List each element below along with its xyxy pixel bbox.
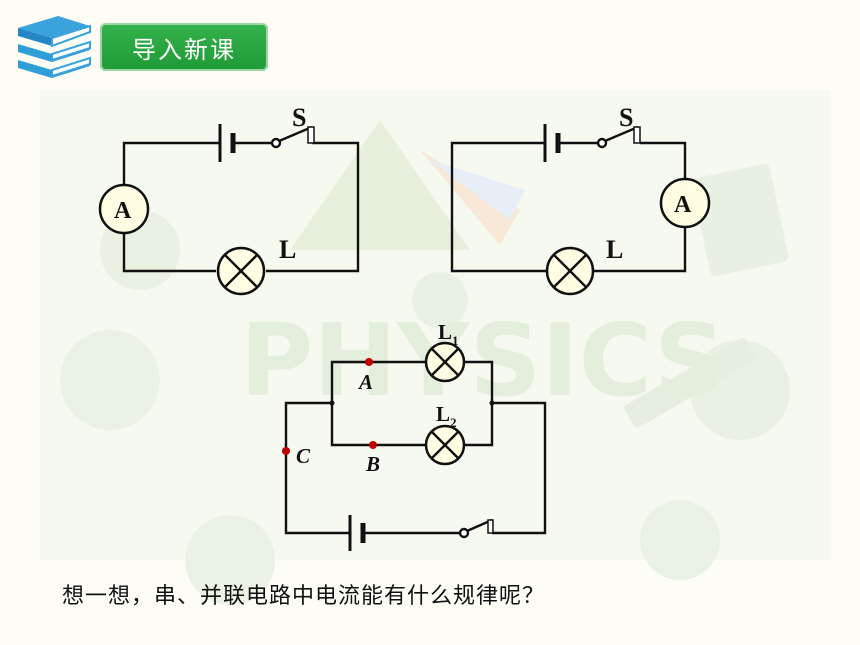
lamp-l1-label: L1: [438, 320, 459, 348]
lamp-cross: [553, 254, 587, 288]
wire: [450, 141, 546, 273]
point-b-label: B: [365, 452, 380, 476]
switch-blade: [604, 125, 639, 143]
ammeter-label: A: [114, 198, 132, 224]
lamp-cross: [431, 431, 459, 459]
switch-contact: [270, 137, 282, 149]
lamp-label: L: [606, 235, 623, 264]
switch-post: [307, 126, 315, 144]
wire: [464, 403, 494, 447]
circuit-series-left: [98, 124, 360, 296]
point-c-marker: [282, 447, 290, 455]
wire: [122, 232, 216, 273]
background-watermark: PHYSICS: [240, 302, 726, 419]
switch-contact: [458, 527, 470, 539]
switch-contact: [596, 137, 608, 149]
wire: [330, 403, 426, 447]
lamp-l2-label: L2: [436, 402, 457, 430]
ammeter-symbol: [98, 183, 150, 235]
junction-dot: [489, 400, 495, 406]
wire: [640, 141, 687, 180]
wire: [330, 360, 426, 403]
wire: [492, 401, 547, 535]
point-c-label: C: [296, 444, 311, 468]
ammeter-label: A: [674, 192, 692, 218]
books-stack-icon: [18, 16, 91, 78]
lamp-cross: [431, 348, 459, 376]
wire: [284, 401, 350, 535]
switch-label: S: [292, 103, 306, 132]
section-title: 导入新课: [132, 35, 236, 64]
point-b-marker: [369, 441, 377, 449]
circuit-series-right: [450, 124, 711, 296]
junction-dot: [329, 400, 335, 406]
lamp-label: L: [279, 235, 296, 264]
switch-post: [633, 126, 641, 144]
wire: [122, 141, 220, 186]
switch-blade: [278, 125, 313, 143]
question-text: 想一想，串、并联电路中电流能有什么规律呢？: [62, 584, 546, 609]
wire: [266, 141, 360, 273]
point-a-label: A: [357, 370, 373, 394]
lamp-cross: [224, 254, 258, 288]
point-a-marker: [365, 358, 373, 366]
section-title-badge: 导入新课: [100, 23, 268, 71]
ammeter-symbol: [659, 177, 711, 229]
circuit-parallel: [284, 341, 547, 551]
wire: [594, 226, 687, 273]
wire: [464, 360, 494, 403]
background-doodles: PHYSICS: [40, 90, 830, 605]
switch-label: S: [619, 103, 633, 132]
switch-post: [487, 519, 494, 534]
